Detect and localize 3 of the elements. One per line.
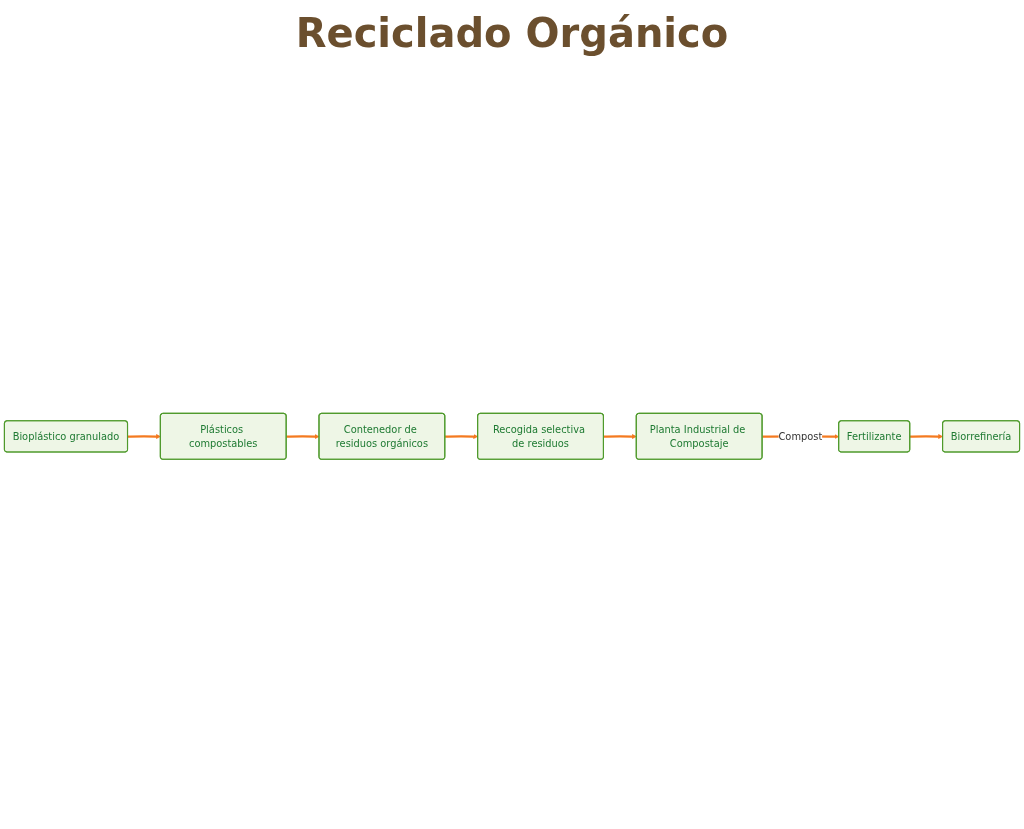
arrow — [603, 433, 637, 439]
title: Reciclado Orgánico — [294, 10, 730, 56]
arrow — [127, 433, 161, 439]
